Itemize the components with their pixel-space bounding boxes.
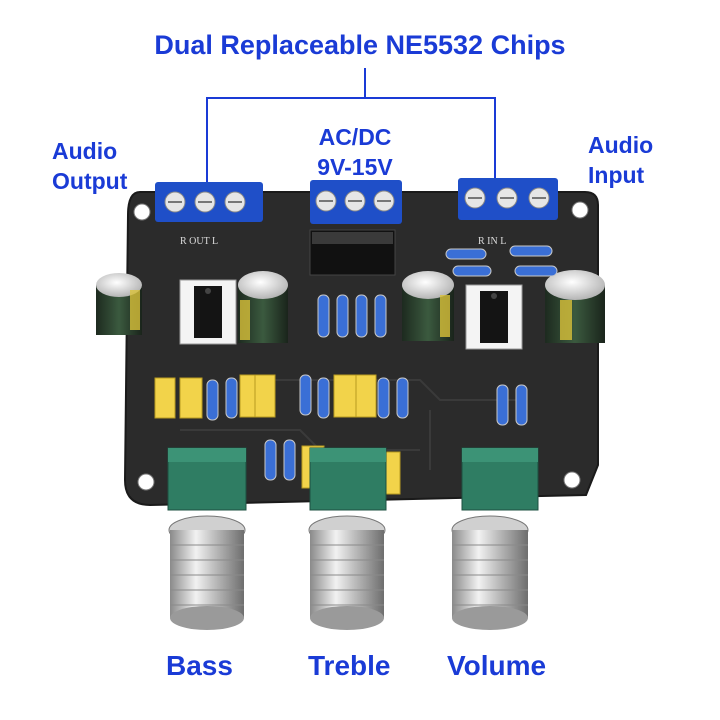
mount-hole (137, 473, 155, 491)
mount-hole (563, 471, 581, 489)
audio-input-label: Audio Input (588, 132, 654, 188)
input-pin-silkscreen: R IN L (478, 236, 507, 247)
resistors (206, 245, 558, 481)
treble-knob (308, 447, 387, 630)
bass-label: Bass (166, 650, 233, 681)
volume-knob (451, 447, 539, 630)
mount-hole (133, 203, 151, 221)
output-terminal (155, 182, 263, 222)
ne5532-chip-right (465, 284, 523, 350)
power-input-label: AC/DC 9V-15V (317, 124, 393, 180)
ne5532-chip-left (179, 279, 237, 345)
film-capacitors (154, 374, 401, 495)
volume-label: Volume (447, 650, 547, 681)
electrolytic-capacitor (238, 271, 288, 343)
electrolytic-capacitor (545, 270, 605, 343)
output-pin-silkscreen: R OUT L (180, 236, 219, 247)
audio-output-label: Audio Output (52, 138, 128, 194)
electrolytic-capacitor (96, 273, 142, 335)
bass-knob (167, 447, 247, 630)
treble-label: Treble (308, 650, 391, 681)
mount-hole (571, 201, 589, 219)
title: Dual Replaceable NE5532 Chips (154, 30, 566, 60)
input-terminal (458, 178, 558, 220)
electrolytic-capacitor (402, 271, 454, 341)
power-terminal (310, 180, 402, 224)
